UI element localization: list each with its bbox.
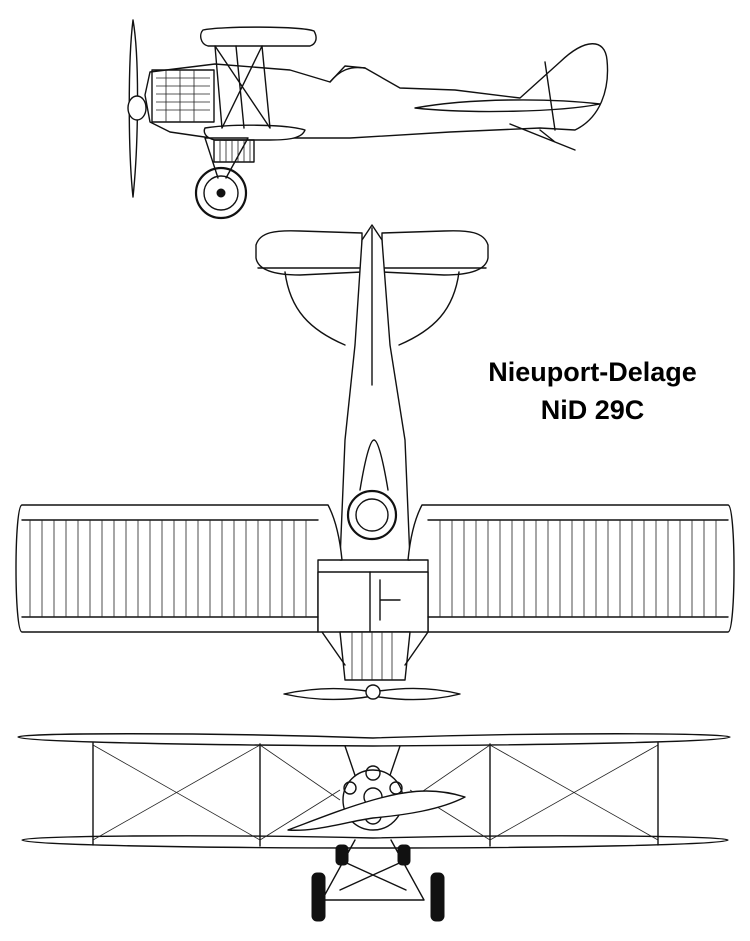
side-spinner: [127, 95, 147, 121]
side-lower-wing: [203, 124, 306, 141]
side-upper-wing: [200, 26, 317, 47]
front-radiator-left: [335, 844, 349, 866]
top-upper-wing-right: [407, 504, 735, 633]
top-center-section: [317, 571, 429, 633]
top-view: [15, 224, 735, 701]
front-wheel-left: [311, 872, 326, 922]
side-fuselage: [144, 43, 609, 141]
top-engine: [339, 631, 411, 681]
top-spinner: [365, 684, 381, 700]
side-engine: [151, 69, 215, 123]
front-lower-wing: [21, 835, 729, 849]
side-wheel: [194, 166, 248, 220]
side-view: [127, 19, 609, 220]
front-propeller: [287, 790, 466, 831]
side-propeller: [128, 19, 139, 198]
front-wheel-right: [430, 872, 445, 922]
front-view: [17, 733, 731, 922]
side-radiator: [213, 139, 255, 163]
front-radiator-right: [397, 844, 411, 866]
top-fuselage: [339, 224, 411, 561]
front-upper-wing: [17, 733, 731, 747]
aircraft-model: NiD 29C: [540, 395, 645, 425]
top-cockpit: [346, 489, 398, 541]
aircraft-name: Nieuport-Delage: [488, 357, 697, 387]
side-tailplane: [414, 99, 601, 113]
top-upper-wing-left: [15, 504, 343, 633]
